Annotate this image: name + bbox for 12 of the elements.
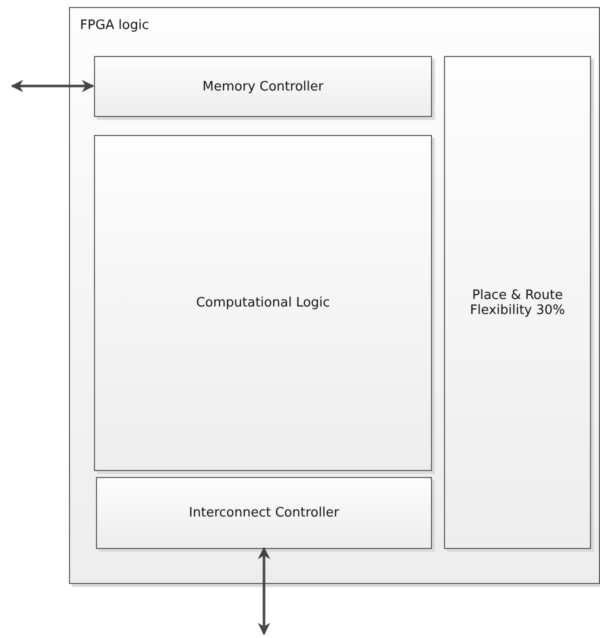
double-arrow — [10, 80, 94, 92]
block-box — [94, 135, 432, 471]
block-box — [444, 56, 591, 549]
block-label: Computational Logic — [195, 296, 331, 310]
block-box — [96, 477, 432, 549]
region-panel — [69, 7, 600, 584]
block-label: Interconnect Controller — [188, 506, 340, 520]
panel-title: FPGA logic — [80, 18, 149, 33]
block-box — [94, 56, 432, 117]
double-arrow — [258, 546, 270, 636]
block-label: Memory Controller — [202, 79, 324, 94]
block-label: Place & Route Flexibility 30% — [468, 288, 566, 318]
